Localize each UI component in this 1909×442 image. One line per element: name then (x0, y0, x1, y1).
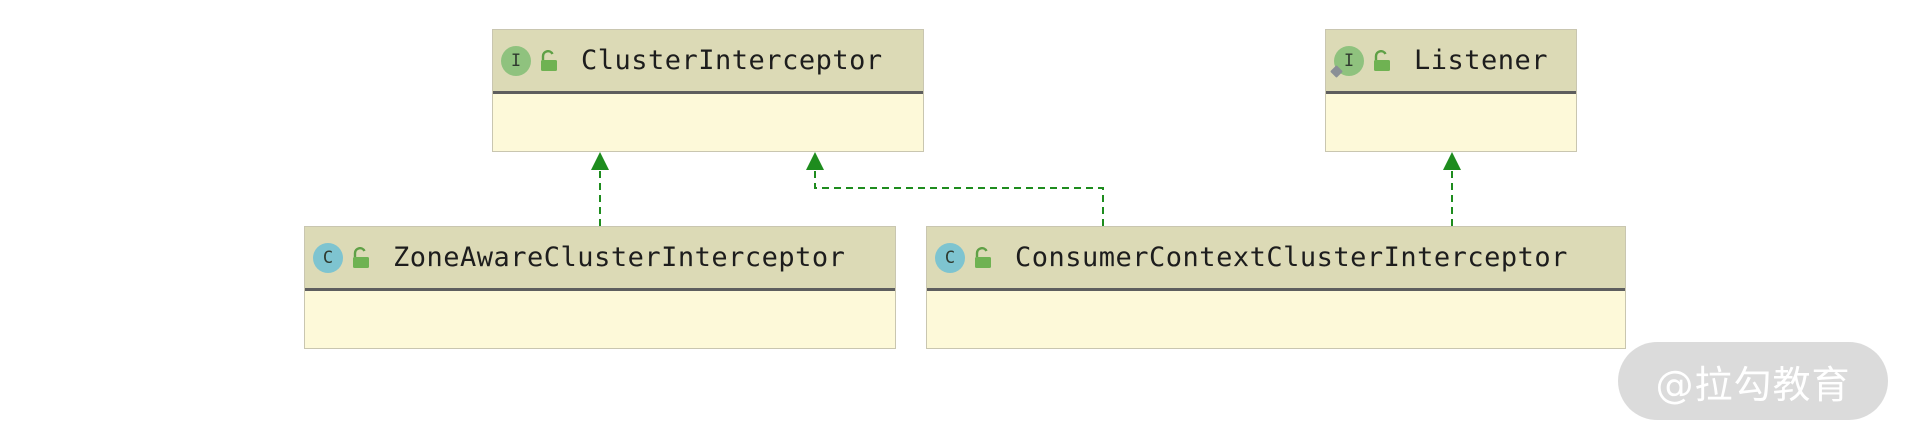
unlocked-icon (1374, 49, 1390, 71)
unlocked-icon (353, 246, 369, 268)
pin-icon (1330, 64, 1343, 78)
node-header: I Listener (1326, 30, 1576, 94)
unlocked-icon (975, 246, 991, 268)
unlocked-icon (541, 49, 557, 71)
arrowhead-cluster-interceptor-left (591, 152, 609, 170)
node-title: ClusterInterceptor (581, 45, 883, 76)
watermark: @拉勾教育 (1618, 342, 1888, 420)
node-consumer-context-cluster-interceptor[interactable]: C ConsumerContextClusterInterceptor (926, 226, 1626, 349)
interface-icon: I (501, 45, 531, 76)
node-header: C ZoneAwareClusterInterceptor (305, 227, 895, 291)
node-zone-aware-cluster-interceptor[interactable]: C ZoneAwareClusterInterceptor (304, 226, 896, 349)
node-title: Listener (1414, 45, 1549, 76)
node-cluster-interceptor[interactable]: I ClusterInterceptor (492, 29, 924, 152)
class-icon: C (935, 242, 965, 273)
node-title: ConsumerContextClusterInterceptor (1015, 242, 1568, 273)
class-icon: C (313, 242, 343, 273)
node-header: C ConsumerContextClusterInterceptor (927, 227, 1625, 291)
node-listener[interactable]: I Listener (1325, 29, 1577, 152)
node-title: ZoneAwareClusterInterceptor (393, 242, 846, 273)
node-header: I ClusterInterceptor (493, 30, 923, 94)
arrowhead-cluster-interceptor-right (806, 152, 824, 170)
edge-consumer-context-implements-cluster-interceptor (814, 170, 1104, 226)
interface-icon: I (1330, 45, 1364, 78)
kind-letter: I (1343, 50, 1355, 71)
arrowhead-listener (1443, 152, 1461, 170)
